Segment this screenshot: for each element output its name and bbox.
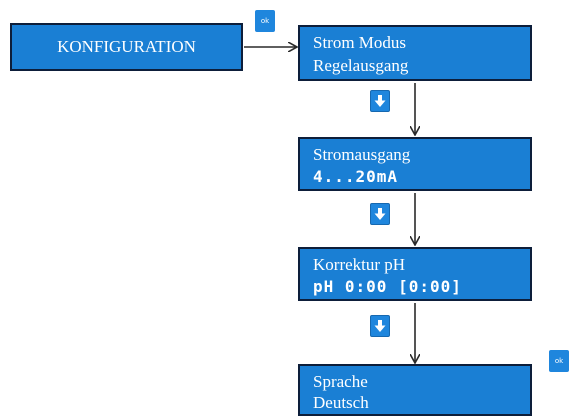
down-button-2[interactable] bbox=[370, 203, 390, 225]
strom-modus-value: Regelausgang bbox=[313, 56, 409, 75]
stromausgang-value: 4...20mA bbox=[313, 167, 399, 186]
konfiguration-box[interactable]: KONFIGURATION bbox=[10, 23, 243, 71]
down-arrow-icon bbox=[374, 320, 386, 332]
down-arrow-icon bbox=[374, 208, 386, 220]
stromausgang-title: Stromausgang bbox=[313, 145, 411, 164]
ok-button-icon[interactable]: ok bbox=[255, 10, 275, 32]
sprache-box[interactable]: Sprache Deutsch bbox=[298, 364, 532, 416]
down-button-1[interactable] bbox=[370, 90, 390, 112]
ok-button-icon[interactable]: ok bbox=[549, 350, 569, 372]
stromausgang-box[interactable]: Stromausgang 4...20mA bbox=[298, 137, 532, 191]
down-arrow-icon bbox=[374, 95, 386, 107]
korrektur-ph-box[interactable]: Korrektur pH pH 0:00 [0:00] bbox=[298, 247, 532, 301]
korrektur-ph-title: Korrektur pH bbox=[313, 255, 406, 274]
konfiguration-label: KONFIGURATION bbox=[57, 37, 196, 56]
korrektur-ph-value: pH 0:00 [0:00] bbox=[313, 277, 462, 296]
strom-modus-box[interactable]: Strom Modus Regelausgang bbox=[298, 25, 532, 81]
sprache-title: Sprache bbox=[313, 372, 368, 391]
down-button-3[interactable] bbox=[370, 315, 390, 337]
sprache-value: Deutsch bbox=[313, 393, 369, 412]
strom-modus-title: Strom Modus bbox=[313, 33, 407, 52]
